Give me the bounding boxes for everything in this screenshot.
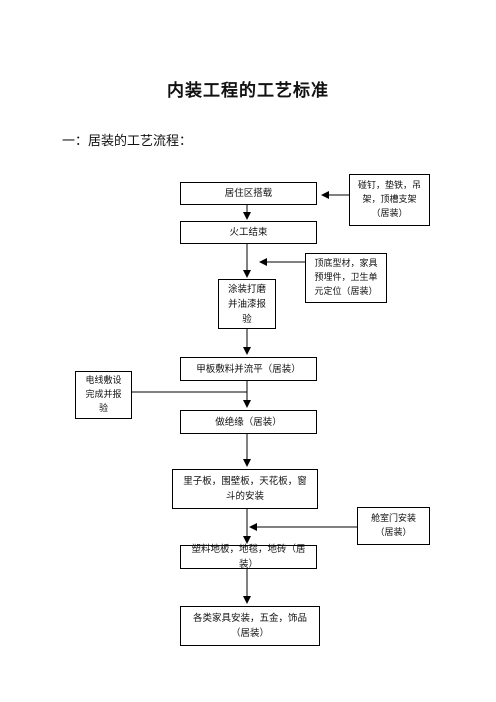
flow-step-box: 涂装打磨并油漆报验: [218, 279, 276, 329]
flow-step-box: 各类家具安装，五金，饰品（居装）: [180, 606, 320, 646]
flow-step-box: 做绝缘（居装）: [180, 410, 317, 434]
flow-step-box: 塑料地板，地毯，地砖（居装）: [180, 544, 317, 570]
document-title: 内装工程的工艺标准: [167, 81, 329, 101]
side-note-box: 碰钉，垫铁，吊架，顶槽支架（居装）: [349, 174, 430, 226]
side-note-box: 舱室门安装（居装）: [357, 507, 430, 545]
flow-step-box: 居住区搭载: [180, 182, 317, 205]
side-note-box: 顶底型材，家具预埋件，卫生单元定位（居装）: [305, 253, 387, 303]
section-heading: 一：居装的工艺流程：: [62, 134, 193, 149]
side-note-box: 电线敷设完成并报验: [75, 371, 132, 419]
flow-step-box: 火工结束: [180, 221, 317, 244]
flow-step-box: 里子板，围壁板，天花板，窗斗的安装: [172, 469, 318, 509]
flow-step-box: 甲板敷料并流平（居装）: [180, 357, 317, 381]
